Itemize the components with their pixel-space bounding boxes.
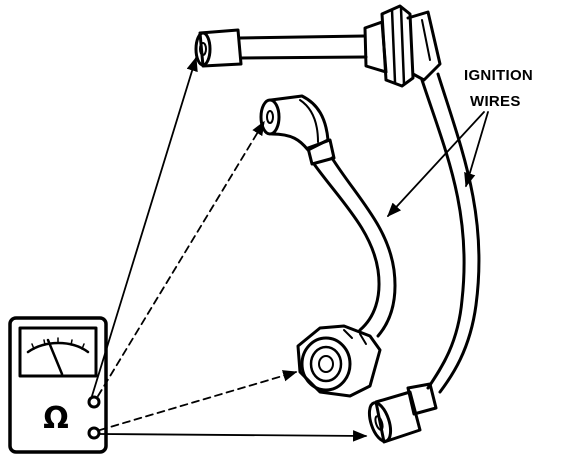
meter-jack-lower — [87, 426, 101, 440]
ignition-wire-icon — [194, 4, 481, 444]
meter-jack-upper — [87, 395, 101, 409]
callout-pointers — [387, 111, 489, 218]
callout-line-2: WIRES — [470, 93, 521, 110]
lead-solid-upper — [91, 56, 198, 397]
lead-dashed-upper — [97, 120, 265, 397]
ignition-wire-icon — [259, 94, 397, 398]
test-leads — [91, 56, 368, 442]
lead-dashed-lower — [99, 370, 298, 431]
ohmmeter-icon — [8, 316, 108, 454]
ohm-symbol: Ω — [43, 401, 69, 436]
callout-line-1: IGNITION — [464, 67, 533, 84]
lead-solid-lower — [99, 430, 368, 442]
